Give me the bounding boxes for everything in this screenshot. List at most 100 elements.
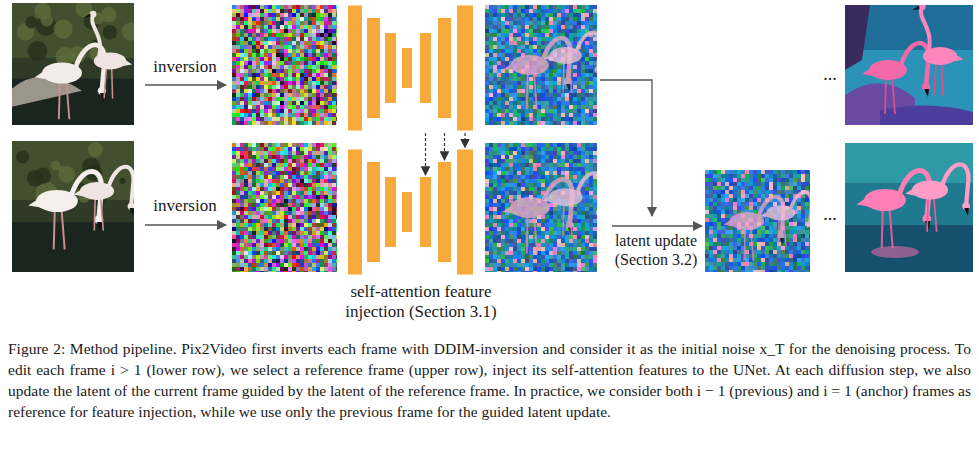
noise-pixel (264, 215, 268, 219)
noise-pixel (268, 97, 272, 101)
noise-pixel (292, 69, 296, 73)
noise-pixel (320, 155, 324, 159)
noise-pixel (280, 271, 284, 272)
noise-pixel (236, 243, 240, 247)
noise-pixel (569, 21, 573, 25)
noise-pixel (332, 211, 336, 215)
noise-pixel (292, 61, 296, 65)
noise-pixel (288, 207, 292, 211)
noise-pixel (248, 167, 252, 171)
noise-pixel (236, 117, 240, 121)
noise-pixel (332, 97, 336, 101)
noise-pixel (268, 101, 272, 105)
noise-pixel (268, 17, 272, 21)
noise-pixel (284, 227, 288, 231)
noise-pixel (328, 271, 332, 272)
noise-pixel (256, 183, 260, 187)
noise-pixel (240, 207, 244, 211)
photo-background (12, 3, 134, 125)
noise-pixel (248, 53, 252, 57)
noise-pixel (505, 29, 509, 33)
noise-pixel (328, 211, 332, 215)
photo-leaf (50, 161, 60, 171)
noise-pixel (264, 147, 268, 151)
noise-pixel (264, 37, 268, 41)
unet-layer (385, 33, 396, 103)
noise-pixel (268, 13, 272, 17)
noise-pixel (248, 21, 252, 25)
noise-pixel (316, 85, 320, 89)
noise-pixel (280, 267, 284, 271)
photo-leaf (119, 178, 125, 184)
noise-pixel (336, 215, 337, 219)
noise-pixel (260, 231, 264, 235)
noise-pixel (268, 77, 272, 81)
noise-pixel (232, 179, 236, 183)
noise-pixel (284, 207, 288, 211)
noise-pixel (264, 171, 268, 175)
noise-pixel (328, 251, 332, 255)
noise-pixel (304, 77, 308, 81)
noise-pixel (256, 89, 260, 93)
noise-pixel (264, 211, 268, 215)
noise-pixel (312, 267, 316, 271)
noise-pixel (252, 247, 256, 251)
noise-pixel (300, 117, 304, 121)
noise-pixel (304, 81, 308, 85)
noise-pixel (276, 73, 280, 77)
noise-pixel (276, 183, 280, 187)
noise-pixel (312, 191, 316, 195)
noise-pixel (268, 37, 272, 41)
noise-pixel (256, 61, 260, 65)
noise-pixel (296, 215, 300, 219)
noise-pixel (292, 235, 296, 239)
noise-pixel (296, 235, 300, 239)
noise-pixel (304, 247, 308, 251)
noise-pixel (316, 61, 320, 65)
noise-pixel (304, 259, 308, 263)
noise-pixel (268, 25, 272, 29)
noise-pixel (316, 199, 320, 203)
noise-pixel (312, 37, 316, 41)
noise-pixel (260, 235, 264, 239)
noise-pixel (256, 163, 260, 167)
noise-pixel (585, 21, 589, 25)
noise-pixel (316, 155, 320, 159)
noise-pixel (244, 219, 248, 223)
noise-pixel (300, 85, 304, 89)
noise-pixel (252, 235, 256, 239)
noise-pixel (236, 175, 240, 179)
noise-pixel (332, 191, 336, 195)
noise-pixel (252, 33, 256, 37)
noise-pixel (505, 25, 509, 29)
noise-pixel (304, 33, 308, 37)
noise-pixel (320, 259, 324, 263)
noise-pixel (296, 207, 300, 211)
noise-pixel (260, 243, 264, 247)
noise-pixel (300, 121, 304, 125)
noise-pixel (272, 191, 276, 195)
noise-pixel (260, 49, 264, 53)
noise-pixel (328, 179, 332, 183)
noise-pixel (332, 17, 336, 21)
noise-pixel (260, 239, 264, 243)
noise-pixel (324, 163, 328, 167)
noise-pixel (324, 21, 328, 25)
noise-pixel (300, 163, 304, 167)
noise-pixel (268, 235, 272, 239)
noise-pixel (284, 33, 288, 37)
noise-pixel (272, 37, 276, 41)
noise-pixel (280, 109, 284, 113)
noise-pixel (260, 13, 264, 17)
noise-pixel (316, 159, 320, 163)
noise-pixel (264, 49, 268, 53)
noise-pixel (300, 33, 304, 37)
noise-pixel (328, 199, 332, 203)
noise-pixel (320, 199, 324, 203)
noise-pixel (312, 247, 316, 251)
noise-pixel (288, 113, 292, 117)
noise-pixel (304, 109, 308, 113)
noise-pixel (296, 21, 300, 25)
noise-pixel (248, 49, 252, 53)
